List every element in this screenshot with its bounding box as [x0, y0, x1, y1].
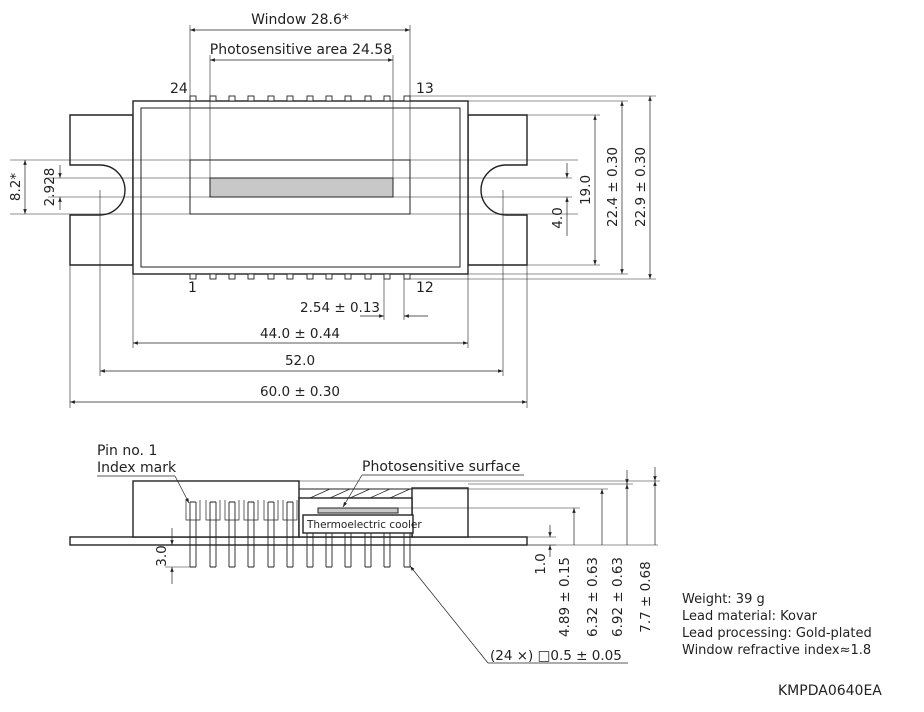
- bottom-pins: [189, 273, 411, 280]
- dim-6-32: 6.32 ± 0.63: [585, 557, 601, 637]
- photosensitive-area-label: Photosensitive area 24.58: [210, 42, 392, 58]
- side-pins-left: [185, 500, 298, 567]
- dim-4-0: 4.0: [550, 207, 566, 228]
- side-pins-right: [190, 533, 411, 568]
- dim-6-92: 6.92 ± 0.63: [610, 557, 626, 637]
- package-window-frame: [140, 107, 461, 268]
- dim-7-7: 7.7 ± 0.68: [638, 561, 654, 632]
- pin-no-1-label: Pin no. 1: [97, 443, 157, 459]
- note-lead-material: Lead material: Kovar: [682, 609, 818, 624]
- side-view: Thermoelectric cooler Pin no. 1 Index ma…: [69, 443, 660, 664]
- dim-22-9: 22.9 ± 0.30: [633, 147, 649, 227]
- dim-lead: (24 ×) □0.5 ± 0.05: [490, 648, 622, 664]
- dim-pitch: 2.54 ± 0.13: [300, 300, 380, 316]
- dim-2-928: 2.928: [42, 168, 58, 207]
- dim-1-0: 1.0: [533, 553, 549, 574]
- photosensitive-area: [209, 177, 394, 198]
- note-lead-processing: Lead processing: Gold-plated: [682, 626, 872, 641]
- dim-22-4: 22.4 ± 0.30: [605, 147, 621, 227]
- pin-24-label: 24: [170, 81, 188, 97]
- note-weight: Weight: 39 g: [682, 592, 765, 607]
- pin-12-label: 12: [416, 280, 434, 296]
- notes: Weight: 39 g Lead material: Kovar Lead p…: [682, 592, 872, 658]
- side-photosensitive-chip: [317, 507, 399, 514]
- pin-1-label: 1: [188, 280, 197, 296]
- dim-slot-spacing: 52.0: [285, 353, 315, 369]
- dim-total-width: 60.0 ± 0.30: [260, 384, 340, 400]
- flange-plate: [69, 536, 528, 546]
- photosensitive-surface-label: Photosensitive surface: [362, 459, 520, 475]
- note-window-index: Window refractive index≈1.8: [682, 643, 871, 658]
- dim-body-width: 44.0 ± 0.44: [260, 326, 340, 342]
- drawing-code: KMPDA0640EA: [778, 683, 882, 699]
- index-mark-label: Index mark: [97, 460, 177, 476]
- thermoelectric-cooler-label: Thermoelectric cooler: [306, 519, 422, 531]
- dim-19-0: 19.0: [578, 175, 594, 205]
- side-body-right: [411, 487, 469, 538]
- thermoelectric-cooler-box: [302, 514, 414, 534]
- top-view: Window 28.6* Photosensitive area 24.58 2…: [8, 12, 656, 408]
- pin-13-label: 13: [416, 81, 434, 97]
- top-pins: [189, 95, 411, 102]
- side-window: [298, 488, 413, 499]
- mounting-flange: [69, 114, 134, 266]
- mounting-flange-right: [467, 114, 528, 266]
- dim-4-89: 4.89 ± 0.15: [557, 557, 573, 637]
- dim-8-2: 8.2*: [8, 173, 24, 201]
- dim-3-0: 3.0: [154, 545, 170, 566]
- window-label: Window 28.6*: [251, 12, 349, 28]
